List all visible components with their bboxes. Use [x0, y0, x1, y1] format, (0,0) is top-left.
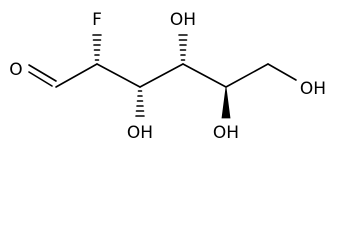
bond-c3-c4 [139, 63, 184, 88]
hydroxyl-label-c5: OH [213, 123, 239, 143]
hydroxyl-label-c3: OH [127, 123, 153, 143]
solid-wedge-c5-oh [221, 86, 231, 119]
structural-formula: O F OH OH OH OH [9, 10, 326, 143]
hydroxyl-label-c6: OH [300, 79, 326, 99]
bond-c5-c6 [225, 63, 269, 88]
fluorine-label: F [92, 10, 102, 30]
bond-c4-c5 [182, 63, 227, 88]
bond-c6-o [267, 63, 297, 81]
double-bond-c1-o-inner [28, 71, 53, 87]
oxygen-label-aldehyde: O [9, 60, 22, 80]
double-bond-c1-o [28, 64, 57, 82]
bonds [28, 63, 297, 88]
hashed-wedge-c3-oh [135, 90, 145, 117]
hashed-wedge-c4-oh [178, 34, 188, 61]
atom-labels: O F OH OH OH OH [9, 10, 326, 143]
structure-canvas: O F OH OH OH OH [9, 10, 326, 143]
hashed-wedge-c2-f [92, 34, 102, 61]
bond-c2-c3 [96, 63, 141, 88]
hydroxyl-label-c4: OH [170, 10, 196, 30]
bond-c1-c2 [55, 63, 98, 88]
